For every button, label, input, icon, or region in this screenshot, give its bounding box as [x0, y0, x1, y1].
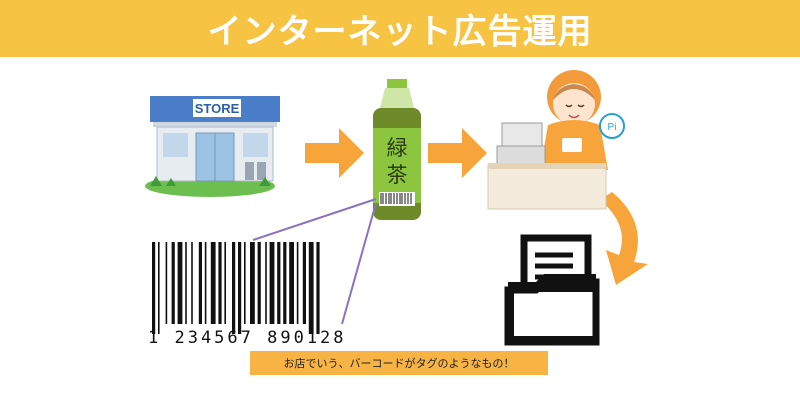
connector-line	[341, 202, 377, 325]
bottle-label: 緑	[387, 136, 408, 160]
bottle-label: 茶	[387, 163, 408, 187]
payment-badge: Pi	[608, 122, 617, 133]
folder-icon	[504, 234, 600, 346]
barcode-number: 1 234567 890128	[148, 328, 347, 348]
connector-line	[252, 198, 377, 241]
arrow-curve-icon	[600, 192, 648, 285]
page-title: インターネット広告運用	[207, 12, 593, 52]
illustration-scene: STORE 緑 茶 Pi	[145, 70, 648, 346]
caption-box: お店でいう、バーコードがタグのようなもの！	[250, 351, 548, 375]
header-banner: インターネット広告運用	[0, 0, 800, 57]
tea-bottle-icon: 緑 茶	[373, 79, 421, 220]
arrow-right-icon	[428, 128, 487, 178]
store-sign: STORE	[195, 101, 240, 116]
arrow-right-icon	[305, 128, 364, 178]
cashier-icon: Pi	[487, 70, 625, 210]
store-icon: STORE	[145, 96, 280, 197]
barcode-image	[152, 242, 320, 334]
caption-text: お店でいう、バーコードがタグのようなもの！	[283, 357, 515, 370]
